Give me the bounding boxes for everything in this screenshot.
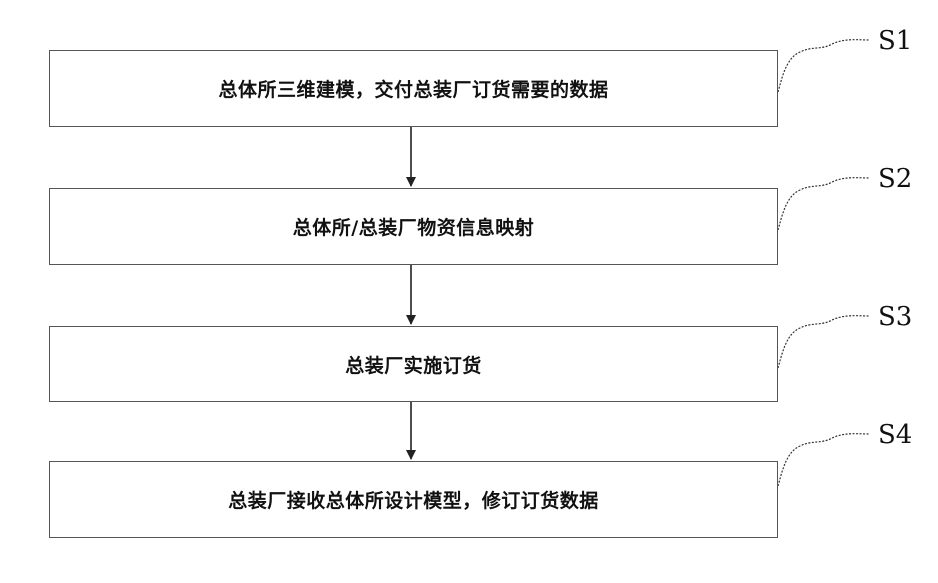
step-box-s2: 总体所/总装厂物资信息映射	[49, 188, 778, 265]
step-text-s2: 总体所/总装厂物资信息映射	[293, 213, 534, 240]
step-box-s4: 总装厂接收总体所设计模型，修订订货数据	[49, 461, 778, 538]
step-box-s3: 总装厂实施订货	[49, 326, 778, 402]
leader-s1	[778, 40, 870, 92]
step-label-s3: S3	[878, 302, 912, 332]
step-text-s4: 总装厂接收总体所设计模型，修订订货数据	[228, 486, 599, 513]
step-text-s1: 总体所三维建模，交付总装厂订货需要的数据	[218, 75, 608, 102]
step-label-s4: S4	[878, 420, 912, 450]
step-box-s1: 总体所三维建模，交付总装厂订货需要的数据	[49, 50, 778, 127]
step-label-s1: S1	[878, 26, 912, 56]
step-text-s3: 总装厂实施订货	[345, 351, 482, 378]
leader-s2	[778, 178, 870, 230]
leader-s3	[778, 316, 870, 368]
step-label-s2: S2	[878, 164, 912, 194]
leader-s4	[778, 434, 870, 486]
